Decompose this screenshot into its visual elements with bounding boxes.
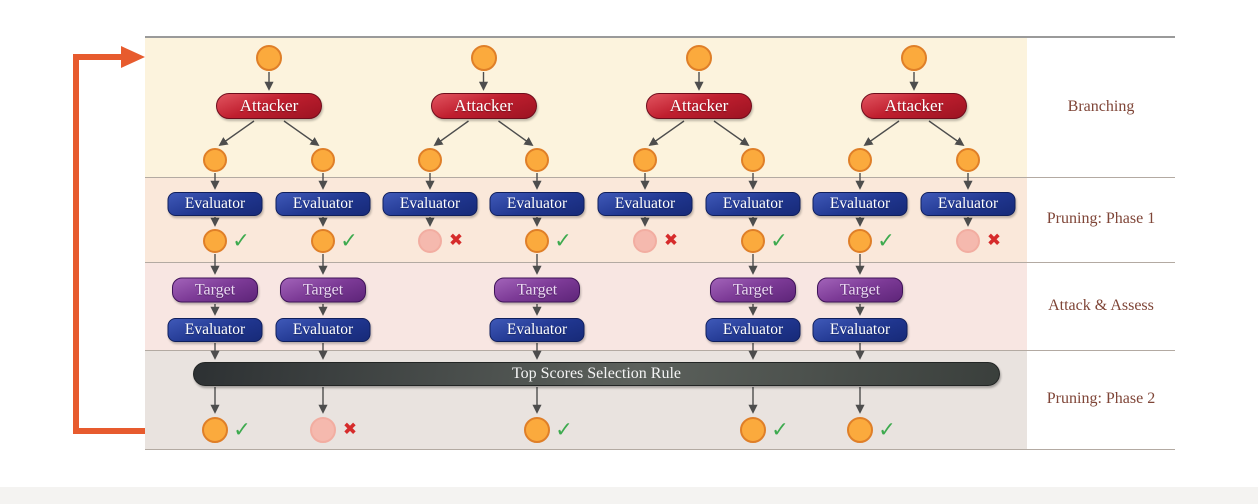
pass-icon: ✓	[770, 228, 788, 253]
target-box: Target	[817, 277, 903, 303]
top-scores-selection-bar: Top Scores Selection Rule	[193, 362, 1000, 386]
evaluator-box-assess: Evaluator	[167, 318, 263, 342]
fail-icon: ✖	[342, 419, 358, 440]
attacker-box: Attacker	[430, 93, 537, 119]
branch-node-circle	[203, 148, 227, 172]
evaluator-box-assess: Evaluator	[812, 318, 908, 342]
loop-arrow-vertical	[73, 54, 79, 434]
evaluator-box-phase1: Evaluator	[382, 192, 478, 216]
root-node-circle	[256, 45, 282, 71]
final-pruned-circle	[310, 417, 336, 443]
pass-icon: ✓	[554, 228, 572, 253]
evaluator-box-assess: Evaluator	[489, 318, 585, 342]
kept-node-circle	[848, 229, 872, 253]
evaluator-box-phase1: Evaluator	[597, 192, 693, 216]
evaluator-box-phase1: Evaluator	[812, 192, 908, 216]
pruned-node-circle	[956, 229, 980, 253]
loop-arrow-bottom	[73, 428, 145, 434]
pass-icon: ✓	[878, 417, 896, 442]
branch-node-circle	[418, 148, 442, 172]
pass-icon: ✓	[233, 417, 251, 442]
target-box: Target	[710, 277, 796, 303]
evaluator-box-assess: Evaluator	[705, 318, 801, 342]
evaluator-box-assess: Evaluator	[275, 318, 371, 342]
loop-arrowhead-icon	[121, 46, 145, 68]
evaluator-box-phase1: Evaluator	[920, 192, 1016, 216]
pass-icon: ✓	[555, 417, 573, 442]
pruned-node-circle	[418, 229, 442, 253]
fail-icon: ✖	[448, 230, 464, 251]
pruned-node-circle	[633, 229, 657, 253]
final-kept-circle	[202, 417, 228, 443]
root-node-circle	[901, 45, 927, 71]
kept-node-circle	[203, 229, 227, 253]
phase-label-pruning-phase2: Pruning: Phase 2	[1046, 390, 1156, 407]
pass-icon: ✓	[340, 228, 358, 253]
phase-label-branching: Branching	[1067, 98, 1135, 115]
fail-icon: ✖	[986, 230, 1002, 251]
divider-2	[145, 262, 1175, 263]
evaluator-box-phase1: Evaluator	[275, 192, 371, 216]
band-pruning-phase1	[145, 177, 1027, 262]
divider-bottom	[145, 449, 1175, 450]
divider-1	[145, 177, 1175, 178]
kept-node-circle	[311, 229, 335, 253]
branch-node-circle	[633, 148, 657, 172]
branch-node-circle	[311, 148, 335, 172]
phase-label-pruning-phase1: Pruning: Phase 1	[1046, 210, 1156, 227]
root-node-circle	[470, 45, 497, 71]
final-kept-circle	[524, 417, 550, 443]
kept-node-circle	[741, 229, 765, 253]
target-box: Target	[494, 277, 580, 303]
target-box: Target	[172, 277, 258, 303]
branch-node-circle	[848, 148, 872, 172]
pass-icon: ✓	[877, 228, 895, 253]
loop-arrow-top	[73, 54, 122, 60]
branch-node-circle	[956, 148, 980, 172]
phase-label-attack-assess: Attack & Assess	[1048, 297, 1154, 314]
target-box: Target	[280, 277, 366, 303]
divider-top	[145, 36, 1175, 38]
pass-icon: ✓	[232, 228, 250, 253]
attacker-box: Attacker	[216, 93, 322, 119]
fail-icon: ✖	[663, 230, 679, 251]
final-kept-circle	[740, 417, 766, 443]
branch-node-circle	[525, 148, 549, 172]
attacker-box: Attacker	[861, 93, 967, 119]
root-node-circle	[686, 45, 712, 71]
evaluator-box-phase1: Evaluator	[167, 192, 263, 216]
attacker-box: Attacker	[646, 93, 752, 119]
branch-node-circle	[741, 148, 765, 172]
final-kept-circle	[847, 417, 873, 443]
evaluator-box-phase1: Evaluator	[705, 192, 801, 216]
kept-node-circle	[525, 229, 549, 253]
divider-3	[145, 350, 1175, 351]
evaluator-box-phase1: Evaluator	[489, 192, 585, 216]
pass-icon: ✓	[771, 417, 789, 442]
page-footer-strip	[0, 487, 1258, 504]
